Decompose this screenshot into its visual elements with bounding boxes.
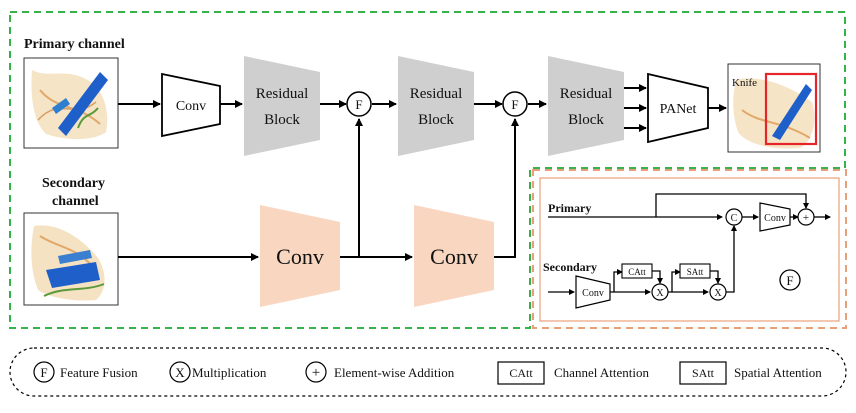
- legend-satt-symbol: SAtt: [692, 366, 715, 380]
- detection-result-image: Knife: [727, 63, 821, 153]
- inset-catt-block: CAtt: [621, 263, 653, 279]
- inset-conv-in-block: Conv: [575, 275, 611, 309]
- inset-satt-label: SAtt: [687, 267, 704, 277]
- legend-item-feature-fusion: F Feature Fusion: [33, 361, 138, 383]
- inset-conv-in-label: Conv: [582, 288, 604, 299]
- residual-block-3-label-line2: Block: [568, 112, 604, 128]
- secondary-xray-image: [23, 212, 119, 306]
- residual-block-1-label-line1: Residual: [256, 86, 309, 102]
- inset-mult-node-1: X: [651, 283, 669, 301]
- inset-concat-node: C: [725, 208, 743, 226]
- inset-concat-symbol: C: [731, 213, 738, 224]
- primary-channel-label: Primary channel: [24, 37, 125, 52]
- inset-add-node: +: [797, 208, 815, 226]
- residual-block-1: Residual Block: [244, 56, 320, 156]
- residual-block-3: Residual Block: [548, 56, 624, 156]
- inset-mult-2-symbol: X: [714, 288, 722, 299]
- fusion-node-2: F: [502, 91, 528, 117]
- legend-item-channel-attention: CAtt Channel Attention: [497, 361, 649, 385]
- inset-primary-label: Primary: [548, 201, 591, 215]
- panet-block: PANet: [647, 72, 709, 144]
- residual-block-2-label-line1: Residual: [410, 86, 463, 102]
- legend-item-spatial-attention: SAtt Spatial Attention: [679, 361, 822, 385]
- residual-block-2-label-line2: Block: [418, 112, 454, 128]
- inset-conv-out-block: Conv: [759, 202, 791, 232]
- legend-item-elementwise-addition: + Element-wise Addition: [305, 361, 455, 383]
- primary-conv-block: Conv: [161, 72, 221, 138]
- main-dashed-frame: [9, 11, 846, 329]
- secondary-conv-block-2: Conv: [414, 205, 494, 307]
- detection-knife-label: Knife: [732, 77, 757, 89]
- legend-catt-symbol: CAtt: [509, 366, 533, 380]
- secondary-conv-block-1: Conv: [260, 205, 340, 307]
- inset-add-symbol: +: [803, 212, 809, 224]
- secondary-channel-label-line1: Secondary: [42, 176, 105, 191]
- legend-item-multiplication: X Multiplication: [169, 361, 267, 383]
- fusion-node-2-symbol: F: [511, 97, 518, 112]
- residual-block-2: Residual Block: [398, 56, 474, 156]
- secondary-channel-label-line2: channel: [52, 194, 99, 209]
- residual-block-1-label-line2: Block: [264, 112, 300, 128]
- inset-conv-out-label: Conv: [764, 213, 786, 224]
- panet-label: PANet: [660, 102, 697, 117]
- primary-conv-label: Conv: [176, 99, 206, 114]
- inset-fusion-symbol: F: [779, 269, 801, 291]
- inset-catt-label: CAtt: [628, 267, 646, 277]
- legend-box: [9, 347, 847, 397]
- secondary-conv-1-label: Conv: [276, 244, 324, 269]
- legend-mult-symbol: X: [175, 365, 185, 380]
- fusion-node-1-symbol: F: [355, 97, 362, 112]
- inset-mult-node-2: X: [709, 283, 727, 301]
- legend-satt-text: Spatial Attention: [734, 365, 822, 380]
- fusion-module-inner-box: [539, 177, 840, 322]
- residual-block-3-label-line1: Residual: [560, 86, 613, 102]
- legend-catt-text: Channel Attention: [554, 365, 649, 380]
- fusion-module-inset-frame: [532, 169, 847, 329]
- inset-fusion-symbol-text: F: [786, 273, 793, 288]
- legend-fusion-symbol: F: [40, 365, 47, 380]
- inset-satt-block: SAtt: [679, 263, 711, 279]
- legend-fusion-text: Feature Fusion: [60, 365, 138, 380]
- inset-secondary-label: Secondary: [543, 260, 597, 274]
- legend-add-text: Element-wise Addition: [334, 365, 455, 380]
- inset-mult-1-symbol: X: [656, 288, 664, 299]
- primary-xray-image: [23, 57, 119, 149]
- legend-mult-text: Multiplication: [192, 365, 267, 380]
- fusion-node-1: F: [346, 91, 372, 117]
- secondary-conv-2-label: Conv: [430, 244, 478, 269]
- legend-add-symbol: +: [312, 365, 320, 381]
